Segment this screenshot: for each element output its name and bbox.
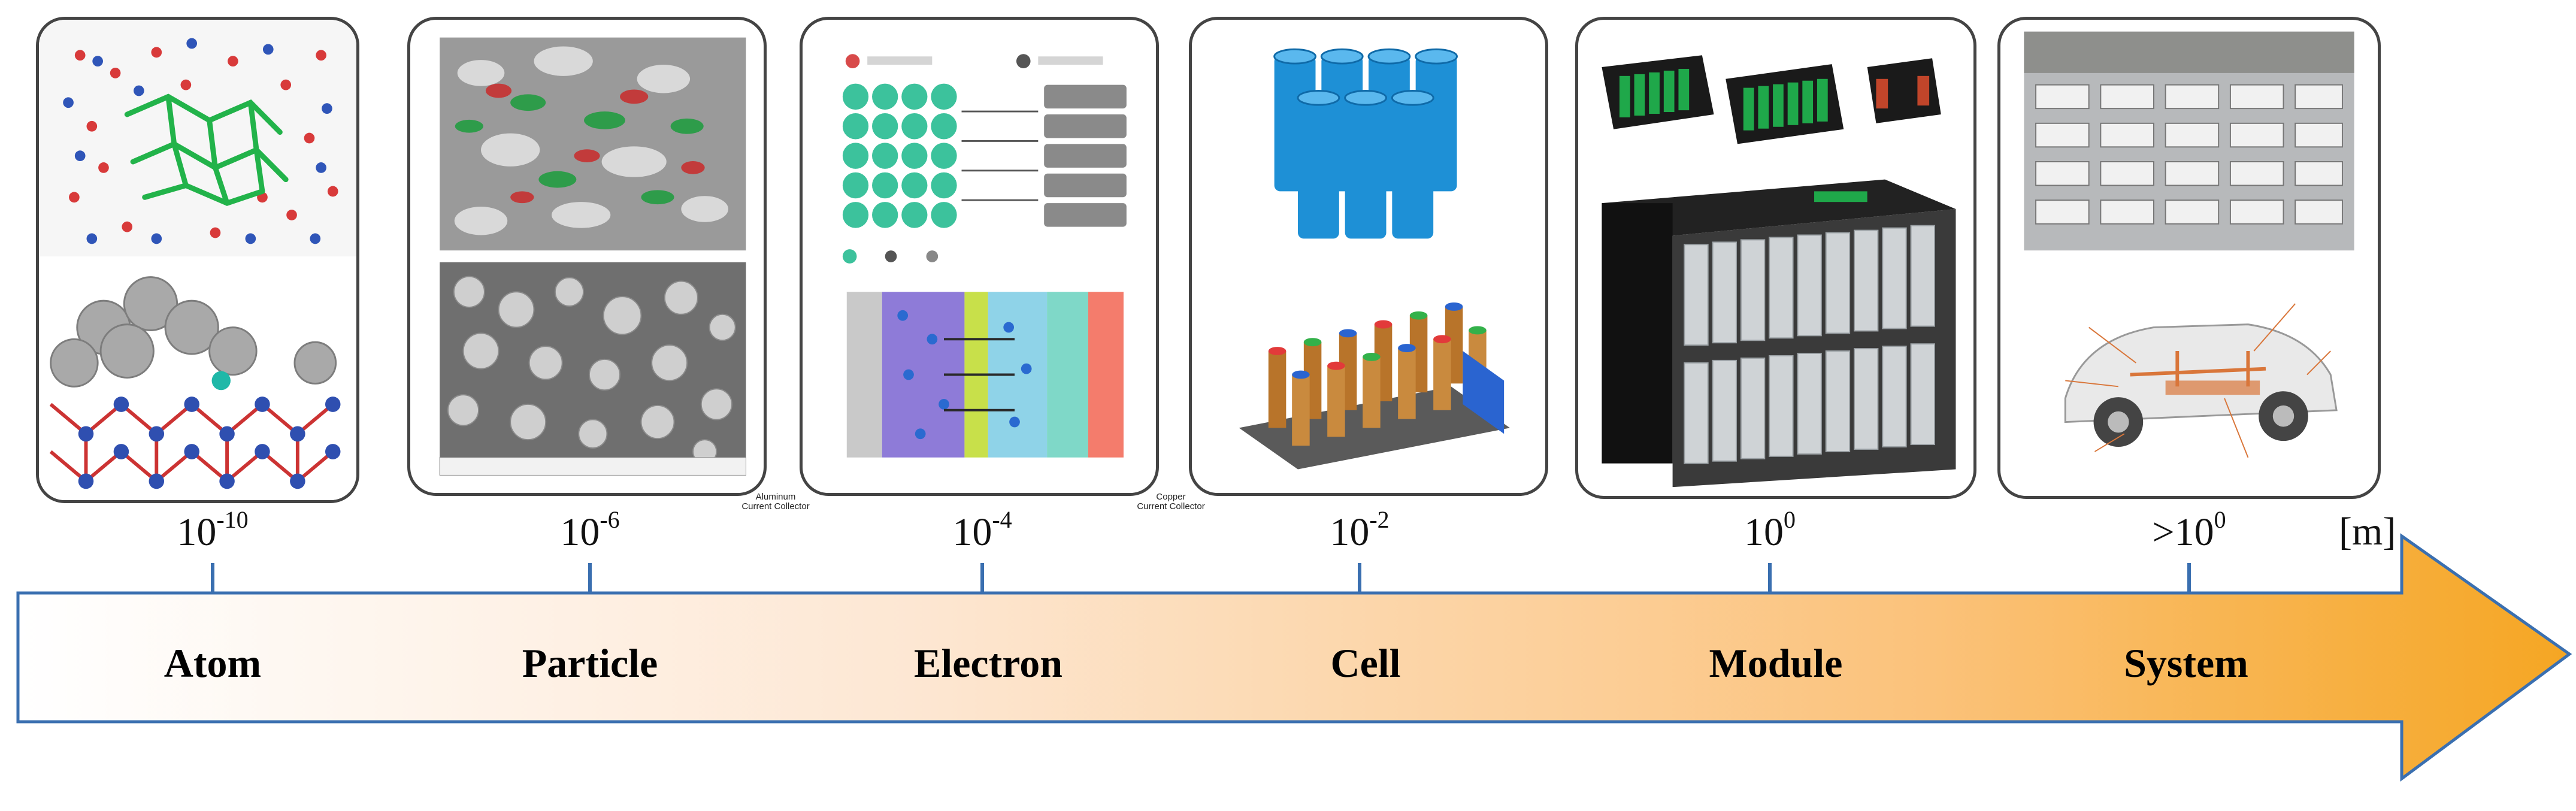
scale-tick-marks bbox=[211, 563, 2191, 593]
scale-label-3: 10-4 bbox=[952, 506, 1012, 554]
module-panel bbox=[1575, 17, 1976, 499]
stage-label-particle: Particle bbox=[522, 640, 658, 686]
scale-label-1: 10-10 bbox=[177, 506, 249, 554]
battery-module-image bbox=[1602, 55, 1956, 488]
stage-label-cell: Cell bbox=[1330, 640, 1401, 686]
atom-structure-image bbox=[39, 20, 356, 500]
electrode-schematic-image bbox=[842, 54, 1127, 458]
scale-label-6: >100 bbox=[2152, 506, 2226, 554]
cylindrical-cells-image bbox=[1239, 48, 1510, 470]
scale-label-2: 10-6 bbox=[560, 506, 620, 554]
stage-label-electron: Electron bbox=[913, 640, 1063, 686]
cell-panel bbox=[1189, 17, 1548, 496]
system-panel bbox=[1997, 17, 2381, 499]
copper-collector-label: Copper Current Collector bbox=[1137, 492, 1205, 512]
scale-unit-label: [m] bbox=[2339, 510, 2396, 553]
atom-panel bbox=[36, 17, 359, 503]
particle-micrograph-image bbox=[439, 37, 746, 476]
stage-label-module: Module bbox=[1709, 640, 1843, 686]
particle-panel bbox=[407, 17, 767, 496]
electron-panel bbox=[800, 17, 1159, 496]
battery-system-image bbox=[2024, 31, 2354, 482]
arrow-body bbox=[16, 533, 2572, 782]
stage-label-system: System bbox=[2124, 640, 2248, 686]
aluminum-collector-label: Aluminum Current Collector bbox=[741, 492, 810, 512]
stage-label-atom: Atom bbox=[164, 640, 262, 686]
scale-label-5: 100 bbox=[1744, 506, 1796, 554]
scale-label-4: 10-2 bbox=[1330, 506, 1390, 554]
